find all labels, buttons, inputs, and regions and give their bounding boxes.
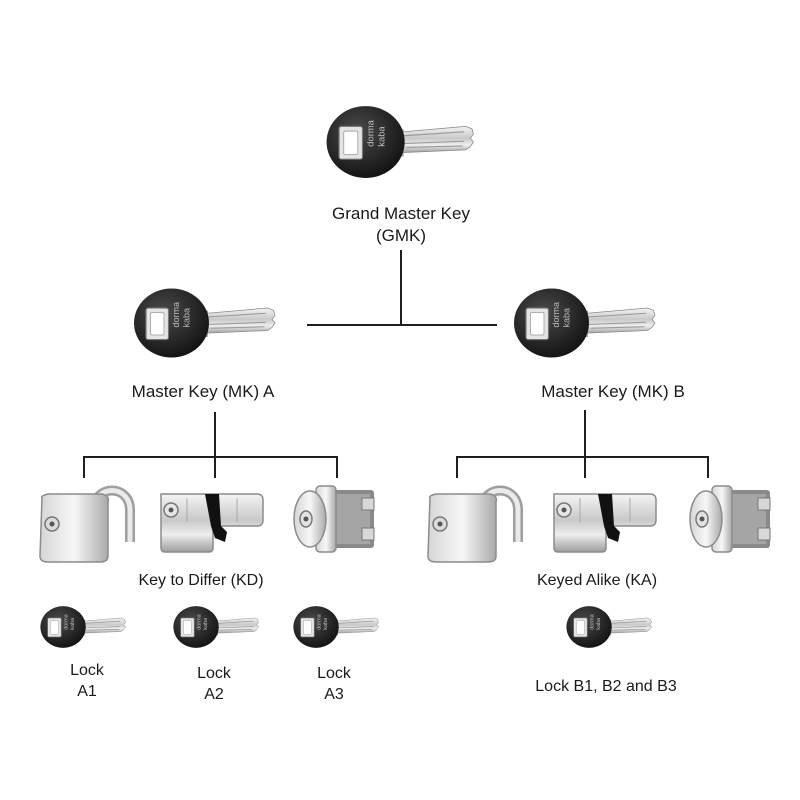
master-key-b-label: Master Key (MK) B bbox=[541, 382, 685, 401]
keyed-alike-label: Keyed Alike (KA) bbox=[536, 572, 658, 589]
lock-a3-label: Lock A3 bbox=[317, 663, 351, 705]
gmk-label-line1: Grand Master Key bbox=[332, 204, 470, 223]
cam-lock-a-icon bbox=[293, 485, 375, 553]
lock-a1-line1: Lock bbox=[70, 662, 104, 679]
lock-a1-line2: A1 bbox=[77, 683, 97, 700]
lock-a3-line2: A3 bbox=[324, 686, 344, 703]
cylinder-lock-b-icon bbox=[553, 493, 657, 553]
master-key-a-icon bbox=[133, 287, 276, 359]
cylinder-lock-a-icon bbox=[160, 493, 264, 553]
padlock-a-icon bbox=[36, 480, 136, 566]
master-key-a-label: Master Key (MK) A bbox=[131, 382, 275, 401]
gmk-label: Grand Master Key (GMK) bbox=[332, 203, 470, 247]
cam-lock-b-icon bbox=[689, 485, 771, 553]
lock-a3-line1: Lock bbox=[317, 665, 351, 682]
lock-a2-key-icon bbox=[173, 605, 259, 649]
lock-b-label: Lock B1, B2 and B3 bbox=[535, 678, 677, 695]
padlock-b-icon bbox=[424, 480, 524, 566]
lock-a1-label: Lock A1 bbox=[70, 660, 104, 702]
lock-a3-key-icon bbox=[293, 605, 379, 649]
key-to-differ-label: Key to Differ (KD) bbox=[138, 572, 264, 589]
lock-a2-label: Lock A2 bbox=[197, 663, 231, 705]
lock-a2-line1: Lock bbox=[197, 665, 231, 682]
grand-master-key-icon bbox=[325, 105, 475, 179]
gmk-label-line2: (GMK) bbox=[375, 226, 427, 245]
lock-a2-line2: A2 bbox=[204, 686, 224, 703]
lock-b-key-icon bbox=[566, 605, 652, 649]
lock-a1-key-icon bbox=[40, 605, 126, 649]
master-key-b-icon bbox=[513, 287, 656, 359]
